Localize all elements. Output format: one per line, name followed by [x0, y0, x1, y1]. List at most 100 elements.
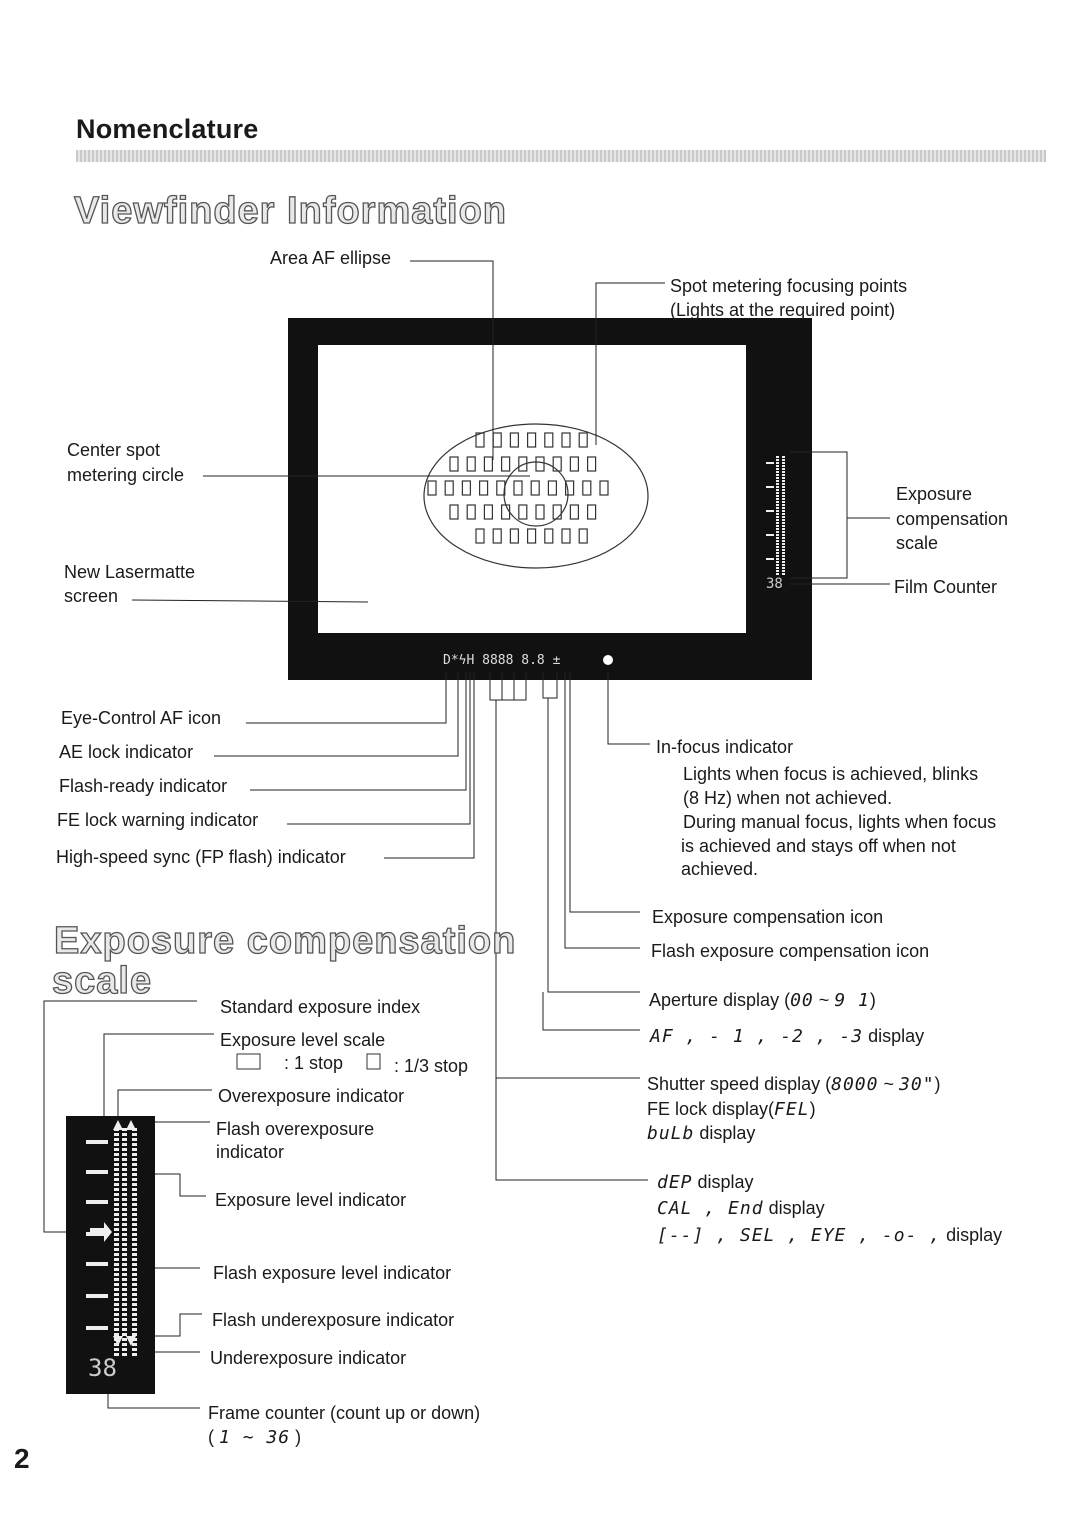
vf-scale-seg: [776, 465, 779, 467]
label-fe-lock: FE lock warning indicator: [57, 810, 259, 830]
aperture-range-b: 9 1: [834, 990, 870, 1011]
scale-seg: [132, 1278, 137, 1281]
vf-scale-seg: [782, 513, 785, 515]
scale-seg: [122, 1208, 127, 1211]
label-exp-comp-2: compensation: [896, 509, 1009, 529]
vf-scale-seg: [782, 507, 785, 509]
third-stop-symbol: [366, 1053, 381, 1070]
scale-seg: [114, 1178, 119, 1181]
af-point: [509, 528, 519, 544]
vf-scale-seg: [782, 549, 785, 551]
vf-scale-seg: [782, 558, 785, 560]
area-af-ellipse: [423, 423, 649, 569]
scale-seg: [132, 1328, 137, 1331]
vf-scale-tick: [766, 486, 774, 488]
scale-seg: [114, 1163, 119, 1166]
af-point: [444, 480, 454, 496]
scale-seg: [132, 1228, 137, 1231]
scale-seg: [114, 1208, 119, 1211]
scale-major-tick: [86, 1262, 108, 1266]
scale-seg: [132, 1213, 137, 1216]
sel-code: [--] , SEL , EYE , -o- ,: [657, 1225, 942, 1246]
scale-seg: [122, 1263, 127, 1266]
shutter-range-a: 8000: [831, 1074, 879, 1095]
scale-seg: [122, 1348, 127, 1351]
af-codes: AF , - 1 , -2 , -3: [650, 1026, 864, 1047]
vf-scale-seg: [776, 462, 779, 464]
label-third-stop: : 1/3 stop: [394, 1056, 469, 1076]
vf-scale-seg: [782, 477, 785, 479]
scale-seg: [122, 1173, 127, 1176]
scale-seg: [122, 1288, 127, 1291]
scale-seg: [122, 1228, 127, 1231]
label-level-scale: Exposure level scale: [220, 1030, 386, 1050]
scale-seg: [114, 1323, 119, 1326]
dep-display: display: [697, 1172, 754, 1192]
scale-seg: [132, 1283, 137, 1286]
fe-lock-code: FEL: [774, 1099, 810, 1120]
dep-code: dEP: [657, 1172, 693, 1193]
scale-seg: [114, 1238, 119, 1241]
scale-seg: [114, 1258, 119, 1261]
scale-seg: [114, 1213, 119, 1216]
scale-seg: [132, 1243, 137, 1246]
scale-seg: [132, 1293, 137, 1296]
overexposure-arrow: [126, 1120, 136, 1130]
frame-range: 1 ~ 36: [219, 1427, 291, 1448]
vf-scale-seg: [776, 495, 779, 497]
af-point: [582, 480, 592, 496]
viewfinder-exposure-scale: [766, 456, 785, 575]
scale-seg: [132, 1203, 137, 1206]
vf-scale-seg: [776, 474, 779, 476]
scale-seg: [132, 1268, 137, 1271]
scale-seg: [122, 1238, 127, 1241]
af-point: [526, 432, 537, 448]
af-point: [509, 432, 519, 448]
vf-scale-seg: [782, 561, 785, 563]
label-af-codes: AF , - 1 , -2 , -3 display: [650, 1025, 924, 1048]
scale-seg: [114, 1353, 119, 1356]
scale-seg: [114, 1158, 119, 1161]
vf-scale-seg: [776, 492, 779, 494]
scale-seg: [122, 1308, 127, 1311]
af-point: [578, 432, 588, 448]
label-frame-counter: Frame counter (count up or down): [208, 1403, 481, 1423]
scale-seg: [132, 1258, 137, 1261]
scale-seg: [122, 1188, 127, 1191]
vf-scale-seg: [776, 567, 779, 569]
scale-seg: [114, 1138, 119, 1141]
vf-scale-seg: [782, 564, 785, 566]
scale-seg: [114, 1273, 119, 1276]
scale-panel: [66, 1116, 155, 1394]
scale-seg: [122, 1248, 127, 1251]
scale-seg: [122, 1148, 127, 1151]
label-bulb-display: buLb display: [647, 1122, 755, 1145]
af-point: [466, 504, 476, 520]
scale-seg: [122, 1158, 127, 1161]
vf-scale-seg: [776, 561, 779, 563]
vf-scale-seg: [776, 528, 779, 530]
vf-scale-seg: [776, 573, 779, 575]
af-point: [552, 456, 562, 472]
section-rule: [76, 150, 1046, 162]
shutter-range-b: 30": [899, 1074, 935, 1095]
scale-seg: [114, 1133, 119, 1136]
scale-seg: [122, 1303, 127, 1306]
scale-seg: [132, 1168, 137, 1171]
af-point: [496, 480, 506, 496]
scale-seg: [114, 1153, 119, 1156]
scale-seg: [114, 1348, 119, 1351]
vf-scale-seg: [782, 471, 785, 473]
label-cal-display: CAL , End display: [657, 1197, 825, 1220]
aperture-range-a: 00: [790, 990, 814, 1011]
scale-seg: [132, 1343, 137, 1346]
label-one-stop: : 1 stop: [284, 1053, 344, 1073]
label-sel-display: [--] , SEL , EYE , -o- , display: [657, 1224, 1002, 1247]
label-center-spot-1: Center spot: [67, 440, 161, 460]
af-point: [475, 432, 485, 448]
scale-seg: [132, 1133, 137, 1136]
vf-scale-seg: [776, 501, 779, 503]
scale-seg: [114, 1343, 119, 1346]
af-point: [466, 456, 476, 472]
